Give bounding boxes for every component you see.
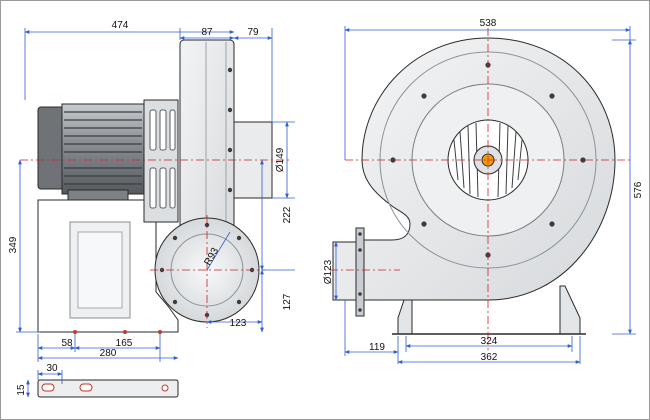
dim-slot-length: 30 (46, 363, 58, 374)
pedestal-label-plate (77, 231, 123, 309)
front-view: 538 576 Ø123 119 324 362 (323, 18, 644, 364)
base-plate-detail: 30 15 (16, 363, 179, 398)
motor-foot (67, 189, 129, 201)
dim-base-hole-spacing: 165 (116, 338, 133, 349)
dim-outlet-center-height: 127 (282, 293, 293, 310)
dim-outlet-length: 79 (247, 27, 259, 38)
dim-housing-width: 538 (480, 18, 497, 29)
dim-base-length: 280 (100, 348, 117, 359)
dim-base-hole-offset: 58 (61, 338, 73, 349)
base-slot (41, 383, 55, 392)
dim-plate-thickness: 15 (16, 384, 27, 396)
housing-bolts (227, 67, 233, 193)
dim-foot-width: 362 (481, 352, 498, 363)
flange-vent-slots (149, 109, 176, 209)
outlet-flange-plate (355, 227, 365, 317)
dim-overall-length: 474 (112, 20, 129, 31)
base-hole (73, 330, 77, 334)
side-view: 474 87 79 Ø149 222 127 R93 123 349 58 16… (8, 20, 295, 362)
dim-outlet-offset: 119 (369, 342, 385, 353)
dim-height-to-outlet-center: 222 (282, 206, 293, 223)
dim-outlet-diameter: Ø149 (275, 147, 286, 172)
motor-cooling-fins (64, 111, 142, 185)
base-hole (123, 330, 127, 334)
front-foot-right (559, 285, 581, 335)
motor-body (61, 103, 145, 195)
dim-housing-height: 576 (633, 181, 644, 198)
dim-foot-spacing: 324 (481, 336, 498, 347)
dim-fan-width: 87 (201, 27, 213, 38)
dim-front-outlet-diameter: Ø123 (323, 259, 334, 284)
motor-end-cap (37, 106, 65, 190)
dim-overall-height: 349 (8, 236, 19, 253)
dim-flange-width: 123 (230, 318, 247, 329)
base-slot (79, 383, 93, 392)
base-plate (37, 379, 179, 398)
base-hole (161, 384, 169, 392)
base-hole (158, 330, 162, 334)
